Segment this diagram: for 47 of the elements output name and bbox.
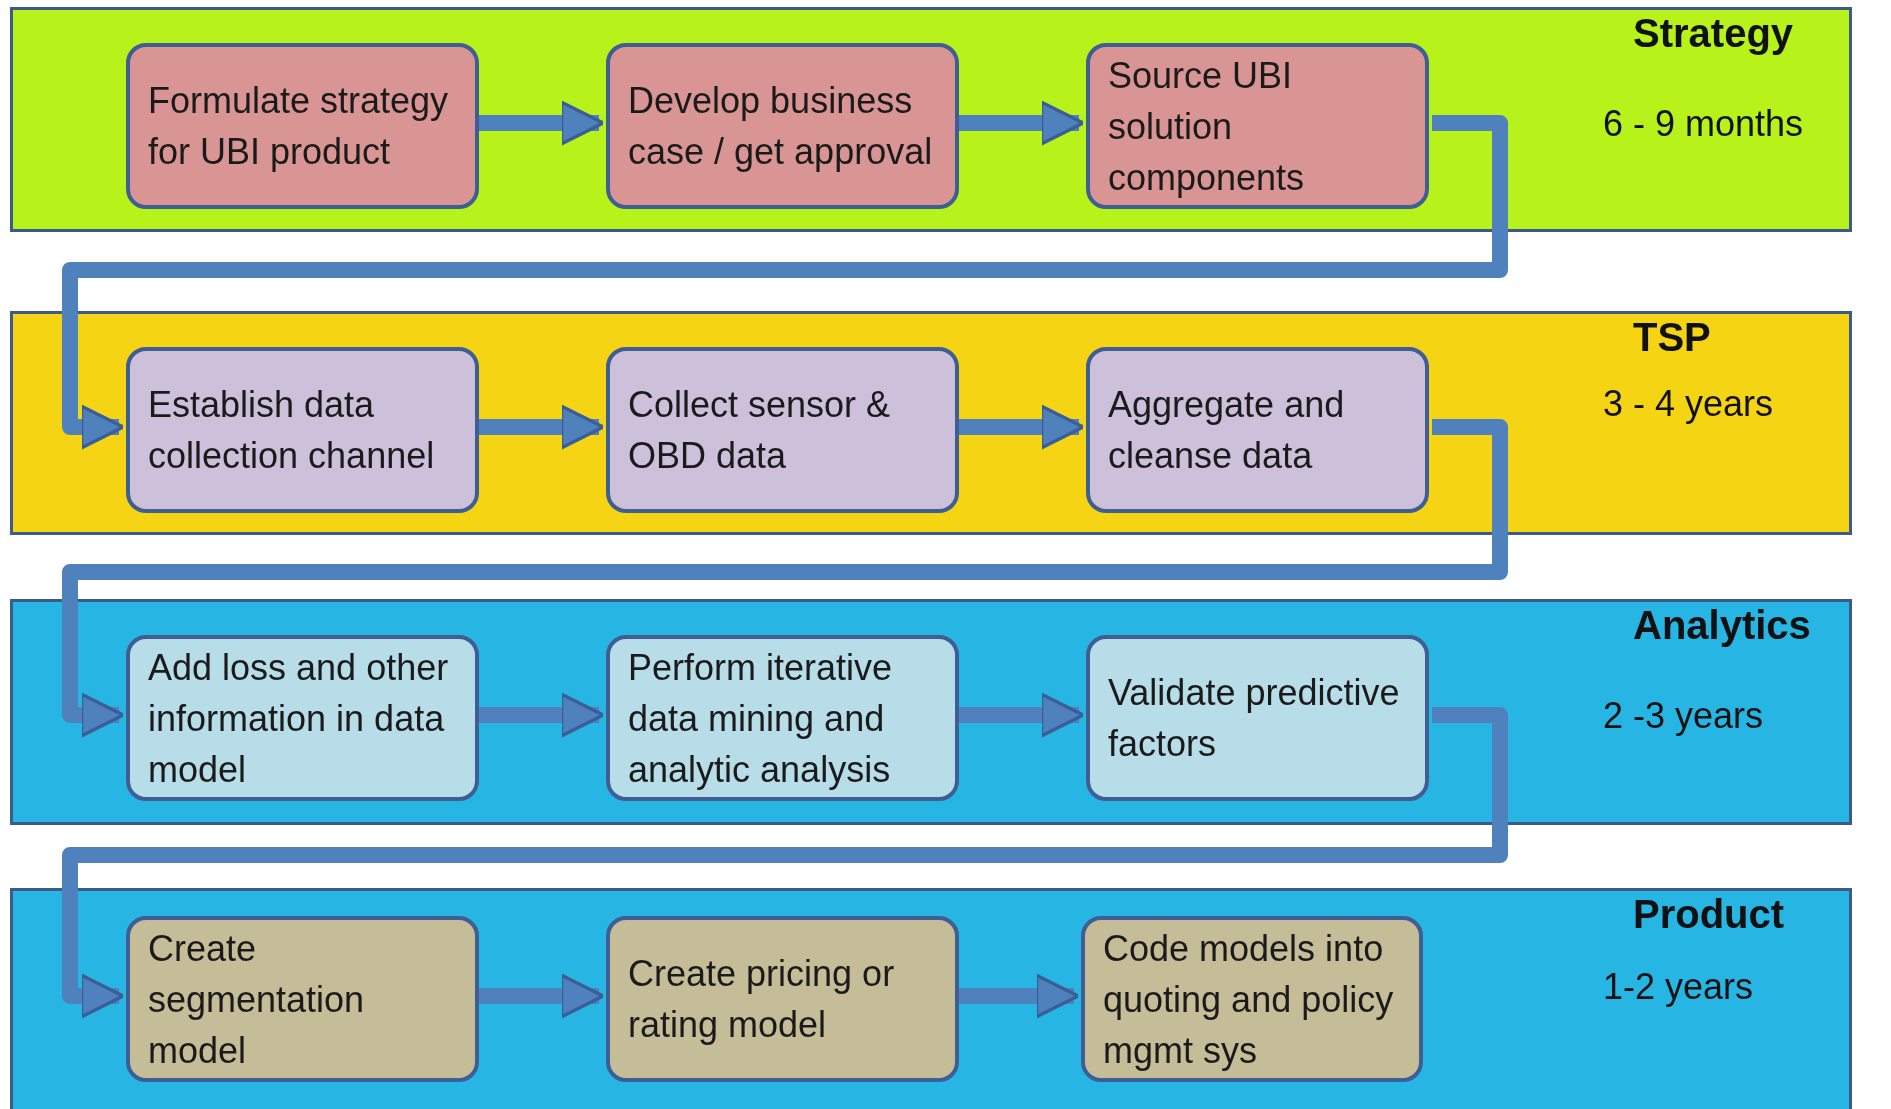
step-text: Add loss and other information in data model <box>148 645 450 792</box>
process-box <box>606 635 959 801</box>
arrow <box>62 419 1508 738</box>
step-text: Establish data collection channel <box>148 383 436 478</box>
arrow <box>958 100 1085 146</box>
process-box <box>126 347 479 513</box>
step-text: Create segmentation model <box>148 926 366 1073</box>
phase-band <box>10 311 1852 535</box>
step-text: Source UBI solution components <box>1108 53 1306 200</box>
phase-band <box>10 7 1852 232</box>
process-box <box>126 635 479 801</box>
step-text: Formulate strategy for UBI product <box>148 79 450 174</box>
arrow <box>62 115 1508 450</box>
arrow <box>958 692 1085 738</box>
phase-duration: 2 -3 years <box>1603 695 1764 737</box>
step-text: Perform iterative data mining and analytic analysis <box>628 645 894 792</box>
process-box <box>606 43 959 209</box>
phase-title: Analytics <box>1633 603 1811 648</box>
arrow <box>478 404 605 450</box>
arrow <box>478 100 605 146</box>
arrow <box>478 973 605 1019</box>
step-text: Collect sensor & OBD data <box>628 383 892 478</box>
phase-duration: 3 - 4 years <box>1603 383 1774 425</box>
process-box <box>1081 916 1423 1082</box>
process-box <box>126 916 479 1082</box>
step-text: Develop business case / get approval <box>628 79 934 174</box>
process-box <box>606 347 959 513</box>
process-box <box>606 916 959 1082</box>
phase-band <box>10 888 1852 1109</box>
process-box <box>126 43 479 209</box>
step-text: Validate predictive factors <box>1108 671 1401 766</box>
process-box <box>1086 347 1429 513</box>
step-text: Code models into quoting and policy mgmt sys <box>1103 926 1395 1073</box>
step-text: Create pricing or rating model <box>628 952 896 1047</box>
process-box <box>1086 43 1429 209</box>
arrow <box>478 692 605 738</box>
arrow <box>62 707 1508 1019</box>
phase-title: Strategy <box>1633 11 1794 56</box>
phase-title: Product <box>1633 892 1785 937</box>
arrow <box>958 973 1080 1019</box>
phase-duration: 6 - 9 months <box>1603 103 1804 145</box>
arrow <box>958 404 1085 450</box>
phase-title: TSP <box>1633 315 1711 360</box>
step-text: Aggregate and cleanse data <box>1108 383 1346 478</box>
phase-duration: 1-2 years <box>1603 966 1754 1008</box>
process-box <box>1086 635 1429 801</box>
phase-band <box>10 599 1852 825</box>
